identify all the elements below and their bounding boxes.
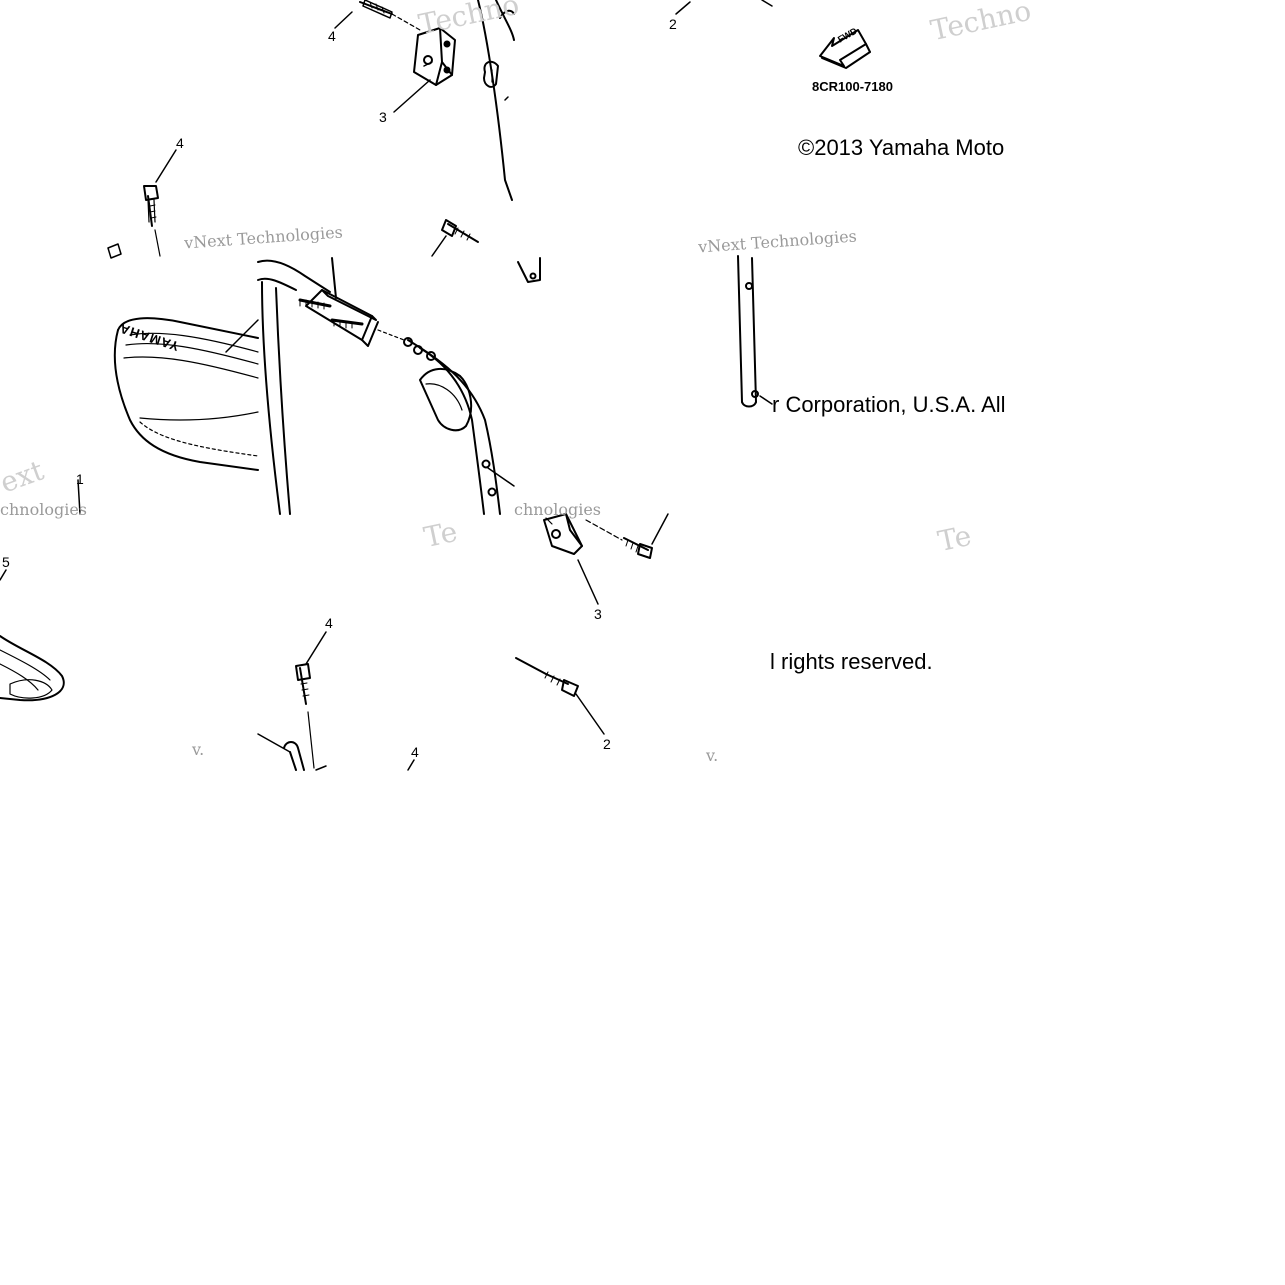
copyright-part-2: r Corporation, U.S.A. All xyxy=(772,392,1006,417)
callout-4-mid: 4 xyxy=(176,135,184,151)
bottom-bracket xyxy=(543,513,623,555)
bottom-bolt-mid xyxy=(295,631,327,769)
center-nuts xyxy=(377,329,436,361)
top-frame-tube xyxy=(477,0,515,201)
mid-bolt-right xyxy=(431,219,541,283)
seat-nose xyxy=(0,479,81,702)
callout-5-left: 5 xyxy=(2,554,10,570)
bottom-bolt-long xyxy=(515,657,605,735)
mid-bolt-left xyxy=(107,185,161,259)
callout-1-left: 1 xyxy=(76,471,84,487)
fwd-arrow-icon xyxy=(819,29,871,69)
center-frame xyxy=(257,257,501,515)
callout-2-top: 2 xyxy=(669,16,677,32)
seat xyxy=(113,317,259,471)
bottom-bolt-right xyxy=(623,513,669,559)
frame-hole xyxy=(481,459,491,469)
top-bolt xyxy=(359,0,393,19)
part-code: 8CR100-7180 xyxy=(812,79,893,94)
callout-4-top: 4 xyxy=(328,28,336,44)
bottom-frame-stub xyxy=(257,733,415,771)
callout-4-bottom-a: 4 xyxy=(325,615,333,631)
callout-4-bottom-b: 4 xyxy=(411,744,419,760)
top-bracket xyxy=(413,27,456,86)
center-clamp xyxy=(298,289,379,347)
copyright-part-3: l rights reserved. xyxy=(770,649,933,674)
right-tube xyxy=(737,255,773,408)
center-grip xyxy=(419,368,473,432)
callout-3-top: 3 xyxy=(379,109,387,125)
copyright-part-1: ©2013 Yamaha Moto xyxy=(798,135,1005,160)
callout-3-bottom: 3 xyxy=(594,606,602,622)
callout-2-bottom: 2 xyxy=(603,736,611,752)
